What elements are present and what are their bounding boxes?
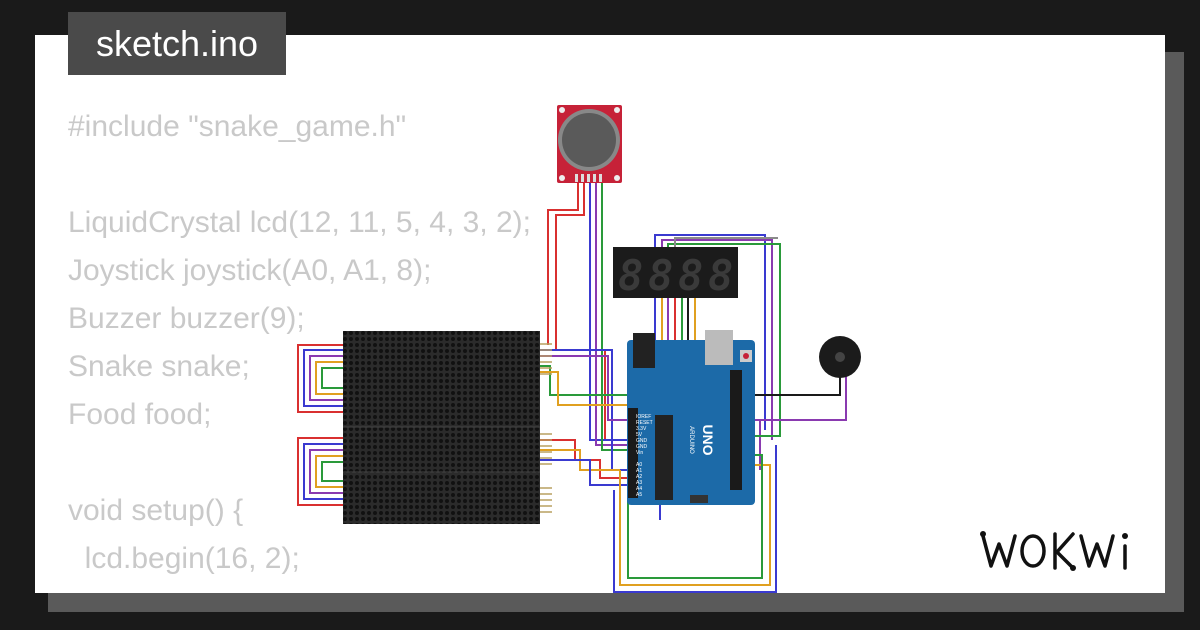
pin-label: A5 bbox=[636, 492, 642, 498]
code-line: Snake snake; bbox=[68, 350, 250, 383]
pin-label: RESET bbox=[636, 420, 653, 426]
pin-label: Vin bbox=[636, 450, 643, 456]
pin-label: GND bbox=[636, 438, 648, 444]
buzzer bbox=[819, 336, 861, 378]
code-line: Buzzer buzzer(9); bbox=[68, 302, 305, 335]
pin-label: A3 bbox=[636, 480, 642, 486]
led-matrix bbox=[343, 331, 552, 524]
pin-label: 5V bbox=[636, 432, 643, 438]
wokwi-logo bbox=[980, 531, 1128, 571]
board-brand-label: ARDUINO bbox=[688, 426, 694, 454]
code-preview: #include "snake_game.h" LiquidCrystal lcd… bbox=[68, 103, 531, 593]
seven-segment-display: 8 8 8 8 bbox=[613, 247, 738, 300]
arduino-uno-board: UNO ARDUINO IOREF RESET 3.3V 5V GND GND … bbox=[627, 330, 755, 505]
code-line: Food food; bbox=[68, 398, 212, 431]
joystick-module bbox=[557, 105, 622, 183]
digit: 8 bbox=[678, 251, 703, 300]
pin-label: IOREF bbox=[636, 414, 651, 420]
pin-label: A2 bbox=[636, 474, 642, 480]
pin-label: A0 bbox=[636, 462, 642, 468]
code-line: void setup() { bbox=[68, 494, 244, 527]
code-line: #include "snake_game.h" bbox=[68, 110, 407, 143]
code-line: joystick.begin(); bbox=[68, 583, 531, 593]
code-line: Joystick joystick(A0, A1, 8); bbox=[68, 254, 432, 287]
digit: 8 bbox=[708, 251, 733, 300]
board-model-label: UNO bbox=[700, 424, 716, 455]
code-line: LiquidCrystal lcd(12, 11, 5, 4, 3, 2); bbox=[68, 206, 532, 239]
code-line: lcd.begin(16, 2); bbox=[68, 542, 300, 575]
digit: 8 bbox=[618, 251, 643, 300]
pin-label: A1 bbox=[636, 468, 642, 474]
file-title-tab: sketch.ino bbox=[68, 12, 286, 75]
pin-label: A4 bbox=[636, 486, 642, 492]
pin-label: GND bbox=[636, 444, 648, 450]
pin-label: 3.3V bbox=[636, 426, 647, 432]
digit: 8 bbox=[648, 251, 673, 300]
